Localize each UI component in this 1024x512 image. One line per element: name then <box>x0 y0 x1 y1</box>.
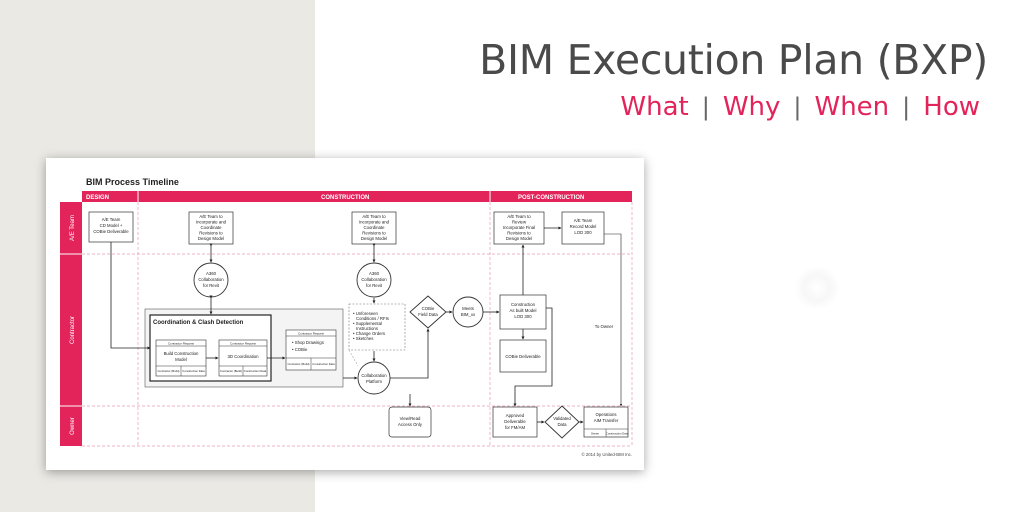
node-cobie-field-data <box>409 295 447 329</box>
node-shop-cell-2: Construction Data <box>312 362 335 366</box>
nav-separator: | <box>902 93 911 121</box>
node-build-model-header: Contractor Request <box>168 342 194 346</box>
coordination-title: Coordination & Clash Detection <box>153 320 244 326</box>
node-build-model-cell-1: Contractor (Build) <box>158 369 180 373</box>
subtitle-nav: What | Why | When | How <box>620 92 980 122</box>
node-view-access <box>388 406 432 438</box>
node-ae-record <box>561 211 605 245</box>
node-validated-data <box>544 405 580 439</box>
phase-design: DESIGN <box>86 195 109 201</box>
node-ae-cd-model <box>88 211 134 243</box>
lane-label-column <box>60 202 82 446</box>
node-3d-coordination-cell-2: Construction Data <box>244 369 267 373</box>
node-asbuilt-model <box>499 294 547 330</box>
node-approved-deliverable <box>492 406 538 438</box>
node-build-model-cell-2: Construction Data <box>182 369 205 373</box>
node-ops-cell-1: Owner <box>591 432 599 436</box>
nav-why: Why <box>722 92 781 122</box>
node-ae-incorporate-2 <box>351 211 397 245</box>
lane-contractor: Contractor <box>70 316 76 344</box>
node-shop-cell-1: Contractor (Build) <box>288 362 310 366</box>
diagram-card: BIM Process Timeline DESIGN CONSTRUCTION… <box>46 158 644 470</box>
decorative-glare <box>792 268 842 308</box>
label-to-owner: To Owner <box>595 324 614 329</box>
lane-owner: Owner <box>70 417 76 435</box>
phase-header-bar <box>82 191 632 202</box>
lane-ae-team: A/E Team <box>70 215 76 241</box>
nav-separator: | <box>701 93 710 121</box>
node-3d-coordination-cell-1: Contractor (Build) <box>220 369 242 373</box>
node-ae-incorporate-1 <box>188 211 234 245</box>
node-shop-drawings-header: Contractor Request <box>298 332 324 336</box>
node-3d-coordination-header: Contractor Request <box>230 342 256 346</box>
node-collaboration-platform <box>357 361 391 395</box>
node-cobie-deliverable-text: COBie Deliverable <box>505 354 541 359</box>
node-ae-review <box>493 211 545 245</box>
page-title: BIM Execution Plan (BXP) <box>479 36 988 84</box>
bim-process-diagram: BIM Process Timeline DESIGN CONSTRUCTION… <box>60 177 633 457</box>
nav-how: How <box>923 92 980 122</box>
phase-construction: CONSTRUCTION <box>321 195 369 201</box>
node-3d-coordination-text: 3D Coordination <box>227 354 259 359</box>
node-cobie-deliverable <box>499 339 547 373</box>
node-ops-cell-2: Construction Data <box>606 432 629 436</box>
node-a360-2 <box>356 262 392 298</box>
nav-separator: | <box>793 93 802 121</box>
node-shop-drawings-text: • Shop Drawings• COBie <box>292 340 324 352</box>
nav-when: When <box>814 92 890 122</box>
diagram-title: BIM Process Timeline <box>86 177 179 187</box>
nav-what: What <box>620 92 689 122</box>
node-change-notes <box>348 303 406 351</box>
phase-post-construction: POST-CONSTRUCTION <box>518 195 584 201</box>
copyright: © 2014 by United-BIM Inc. <box>582 452 632 457</box>
